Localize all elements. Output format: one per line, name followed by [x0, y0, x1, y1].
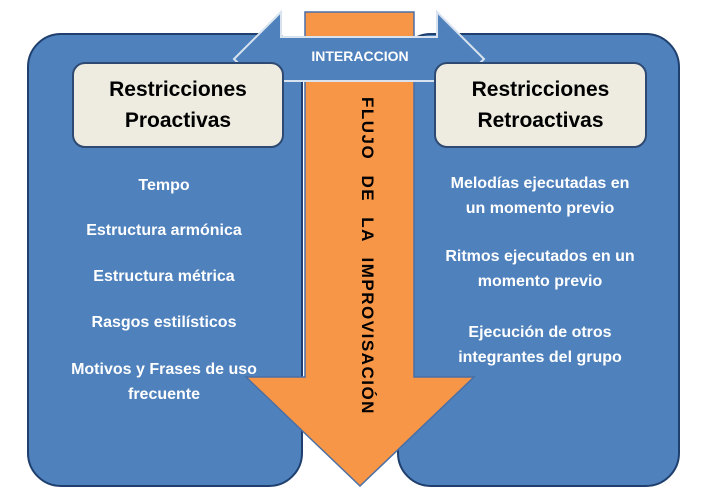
proactive-item-stylistic-features: Rasgos estilísticos	[91, 314, 237, 331]
retroactive-item-group-members: Ejecución de otros integrantes del grupo	[458, 324, 622, 366]
retroactive-header: Restricciones Retroactivas	[434, 62, 647, 148]
proactive-header: Restricciones Proactivas	[72, 62, 284, 148]
proactive-item-harmonic-structure: Estructura armónica	[86, 222, 242, 239]
proactive-item-tempo: Tempo	[138, 177, 190, 194]
retroactive-item-melodies: Melodías ejecutadas en un momento previo	[450, 175, 630, 217]
improvisation-flow-label: FLUJO DE LA IMPROVISACIÓN	[358, 97, 377, 415]
proactive-item-motifs-phrases: Motivos y Frases de uso frecuente	[71, 361, 257, 403]
proactive-item-metric-structure: Estructura métrica	[93, 268, 235, 285]
interaction-label: INTERACCION	[311, 48, 409, 64]
retroactive-item-rhythms: Ritmos ejecutados en un momento previo	[445, 248, 635, 290]
